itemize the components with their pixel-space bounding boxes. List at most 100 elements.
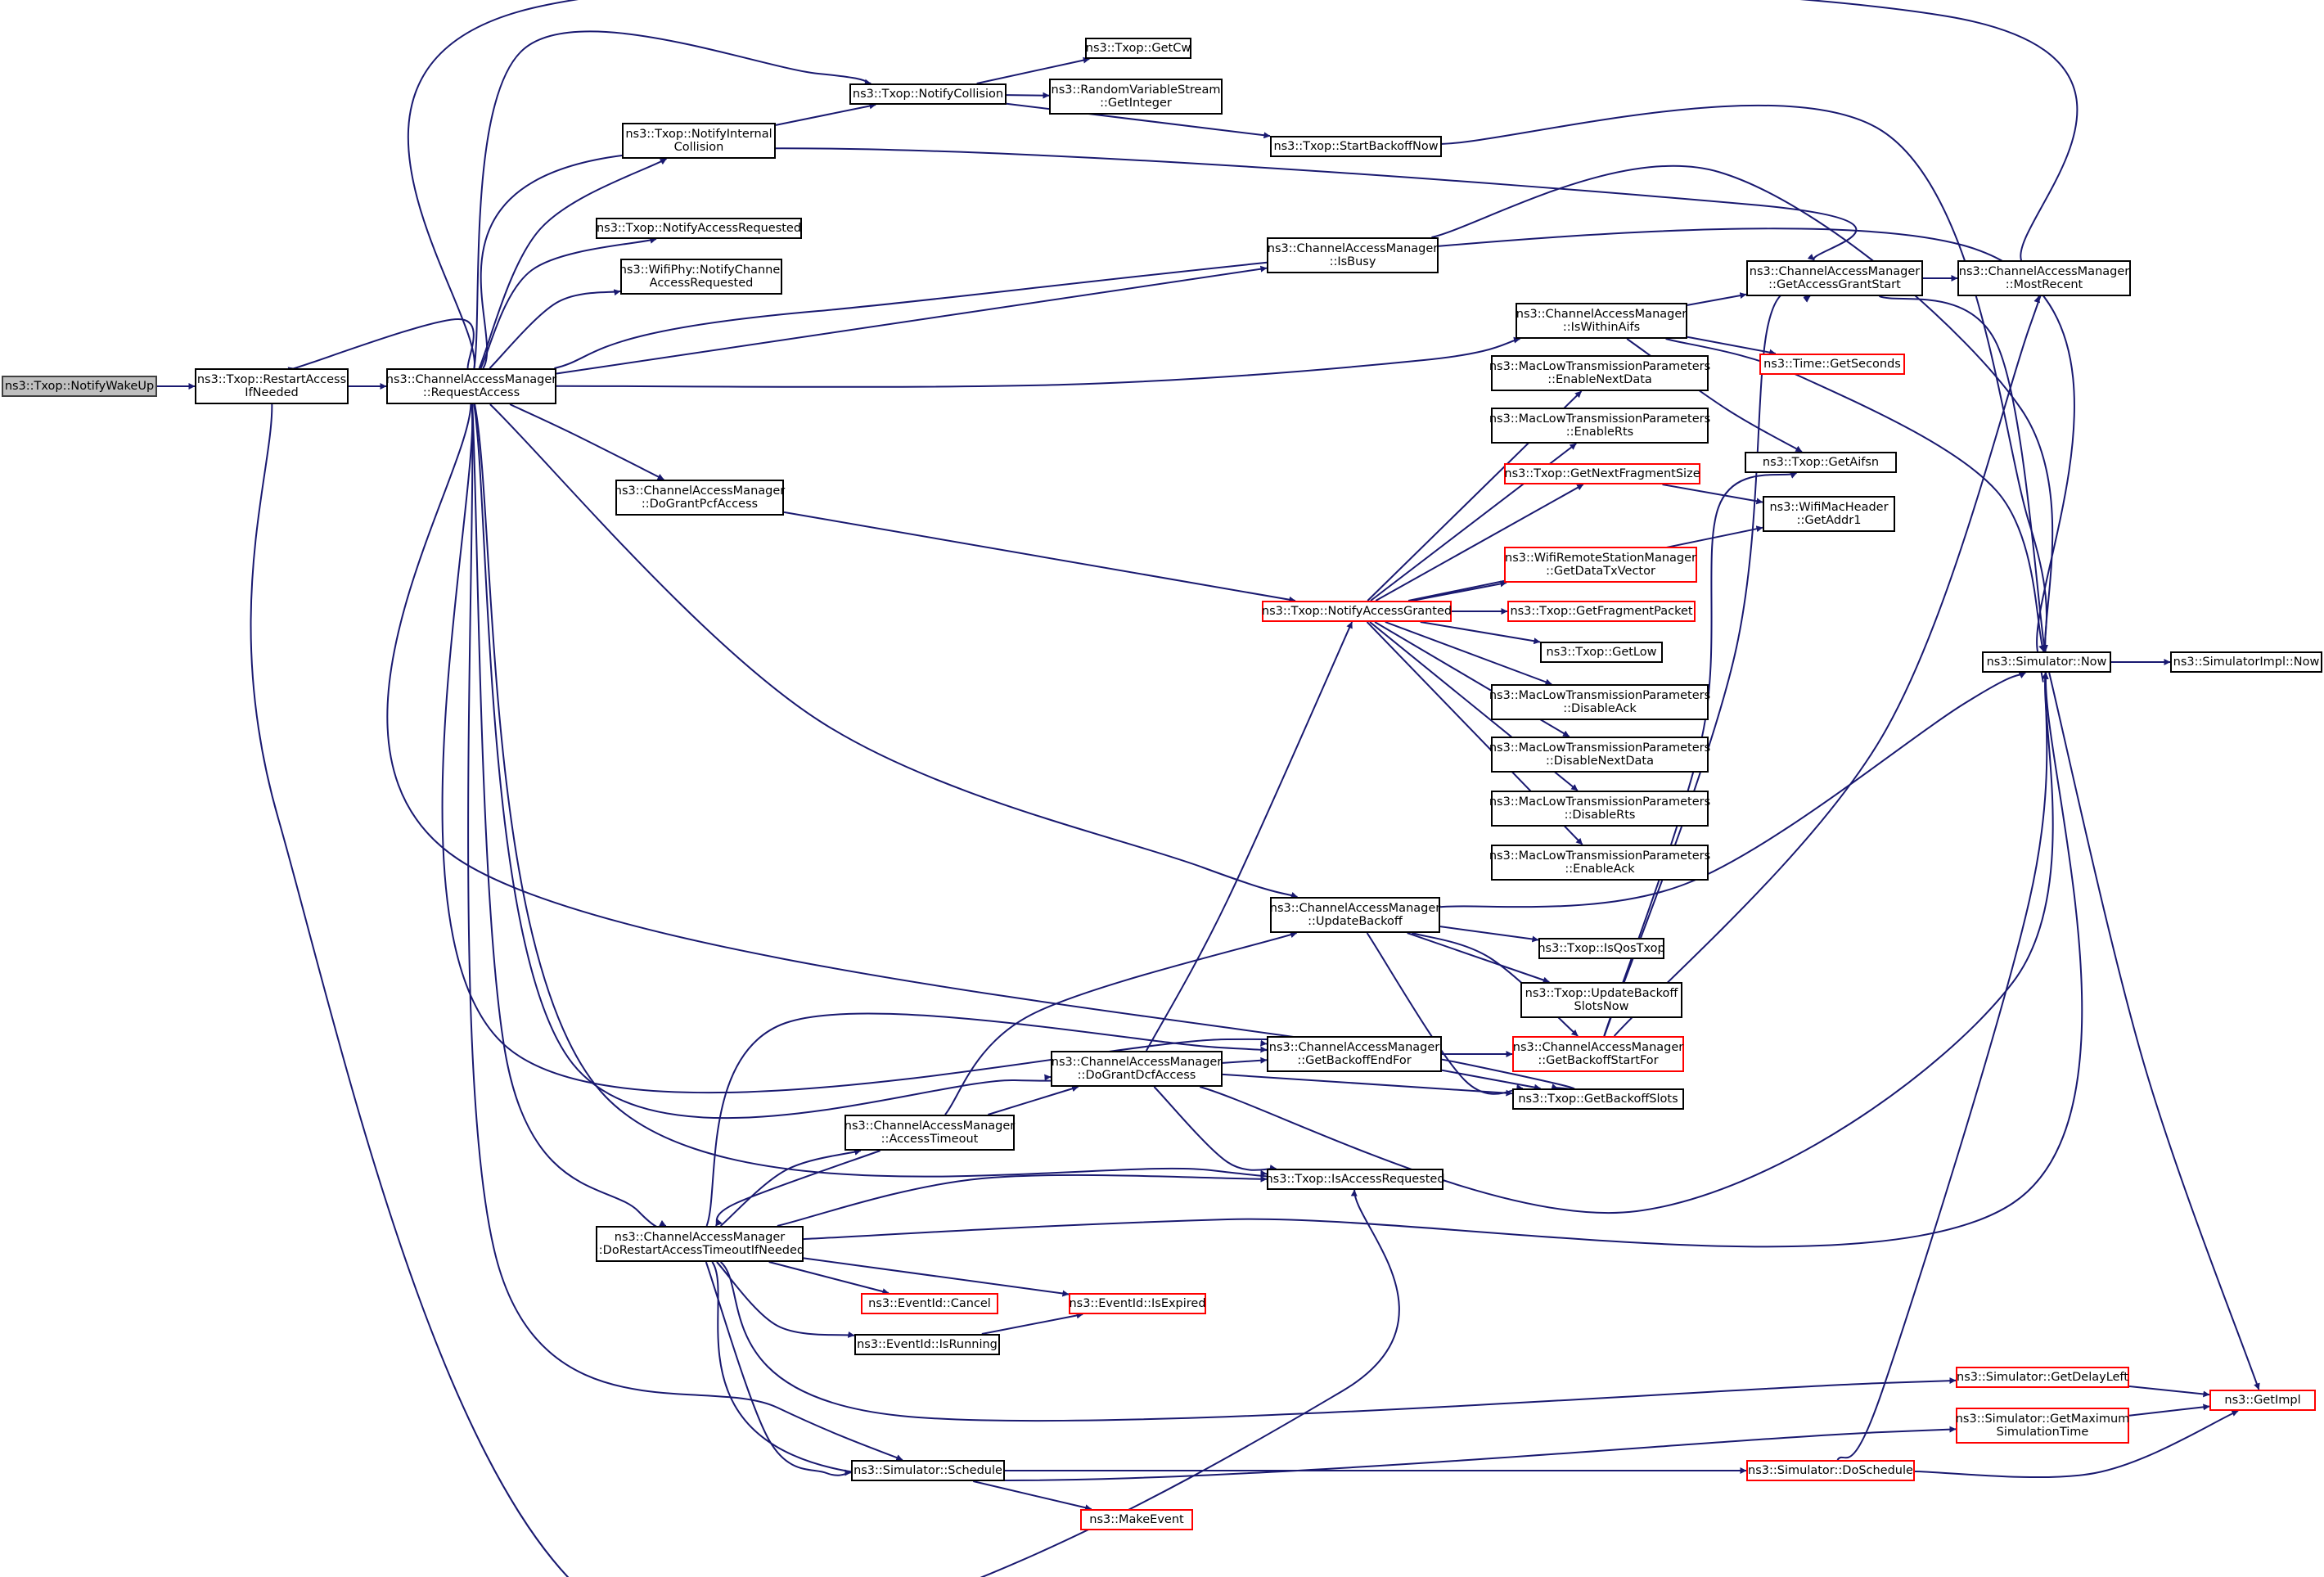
node-get-aifsn[interactable]: ns3::Txop::GetAifsn [1745, 452, 1897, 473]
call-edge-do-restart-access-timeout-to-event-is-expired [803, 1257, 1070, 1297]
node-event-cancel[interactable]: ns3::EventId::Cancel [861, 1293, 998, 1314]
node-get-addr1[interactable]: ns3::WifiMacHeader ::GetAddr1 [1763, 496, 1895, 532]
node-enable-ack[interactable]: ns3::MacLowTransmissionParameters ::Enab… [1489, 845, 1710, 881]
node-update-backoff[interactable]: ns3::ChannelAccessManager ::UpdateBackof… [1270, 897, 1440, 933]
node-make-event[interactable]: ns3::MakeEvent [1080, 1509, 1193, 1530]
call-edge-do-schedule-to-simulator-now [1836, 672, 2049, 1461]
call-edge-request-access-to-get-access-grant-start [480, 147, 1858, 369]
call-edges [157, 0, 2260, 1577]
node-start-backoff-now[interactable]: ns3::Txop::StartBackoffNow [1270, 136, 1442, 157]
node-notify-access-granted[interactable]: ns3::Txop::NotifyAccessGranted [1262, 601, 1452, 622]
node-get-fragment-packet[interactable]: ns3::Txop::GetFragmentPacket [1507, 601, 1696, 622]
call-edge-access-timeout-to-do-grant-dcf-access [988, 1085, 1079, 1115]
call-edge-do-grant-dcf-access-to-get-backoff-end-for [1222, 1057, 1268, 1064]
call-edge-is-within-aifs-to-get-seconds [1687, 336, 1777, 356]
call-edge-request-access-to-get-backoff-slots [386, 403, 1575, 1090]
node-update-backoff-slots-now[interactable]: ns3::Txop::UpdateBackoff SlotsNow [1520, 982, 1682, 1018]
call-edge-request-access-to-update-backoff [489, 403, 1298, 899]
node-do-grant-pcf-access[interactable]: ns3::ChannelAccessManager ::DoGrantPcfAc… [615, 480, 785, 516]
call-edge-start-backoff-now-to-simulator-now [1441, 104, 2048, 652]
call-edge-request-access-to-most-recent [407, 0, 2079, 369]
call-edge-is-within-aifs-to-get-access-grant-start [1687, 292, 1747, 306]
call-edge-simulator-now-to-get-impl [2048, 672, 2260, 1390]
call-edge-do-restart-access-timeout-to-access-timeout [720, 1149, 862, 1227]
node-simulator-now[interactable]: ns3::Simulator::Now [1982, 651, 2111, 673]
call-edge-is-within-aifs-to-simulator-now [1665, 338, 2045, 652]
node-enable-rts[interactable]: ns3::MacLowTransmissionParameters ::Enab… [1489, 408, 1710, 444]
call-edge-request-access-to-simulator-schedule [467, 403, 903, 1461]
call-edge-request-access-to-wifiphy-notify [489, 289, 621, 369]
node-get-backoff-slots[interactable]: ns3::Txop::GetBackoffSlots [1512, 1088, 1684, 1110]
node-request-access[interactable]: ns3::ChannelAccessManager ::RequestAcces… [386, 368, 556, 404]
call-edge-notify-access-granted-to-get-low [1420, 621, 1541, 645]
node-event-is-expired[interactable]: ns3::EventId::IsExpired [1069, 1293, 1206, 1314]
node-simulatorimpl-now[interactable]: ns3::SimulatorImpl::Now [2170, 651, 2322, 673]
node-event-is-running[interactable]: ns3::EventId::IsRunning [854, 1334, 1000, 1355]
call-edge-notify-internal-collision-to-notify-collision [775, 102, 876, 126]
node-notify-access-requested[interactable]: ns3::Txop::NotifyAccessRequested [596, 218, 802, 239]
call-edge-get-access-grant-start-to-simulator-now [1879, 295, 2047, 652]
node-is-busy[interactable]: ns3::ChannelAccessManager ::IsBusy [1267, 237, 1439, 273]
call-edge-update-backoff-to-simulator-now [1439, 672, 2026, 908]
node-get-access-grant-start[interactable]: ns3::ChannelAccessManager ::GetAccessGra… [1746, 260, 1923, 296]
node-get-backoff-start-for[interactable]: ns3::ChannelAccessManager ::GetBackoffSt… [1512, 1036, 1684, 1072]
node-get-cw[interactable]: ns3::Txop::GetCw [1085, 38, 1191, 59]
call-edge-request-access-to-do-grant-dcf-access [473, 403, 1062, 1120]
call-edge-notify-collision-to-get-integer [1006, 92, 1050, 99]
node-get-impl[interactable]: ns3::GetImpl [2209, 1390, 2316, 1411]
node-most-recent[interactable]: ns3::ChannelAccessManager ::MostRecent [1957, 260, 2131, 296]
call-edge-do-restart-access-timeout-to-simulator-now [803, 672, 2083, 1248]
call-edge-request-access-to-do-restart-access-timeout [471, 403, 667, 1229]
call-edge-do-restart-access-timeout-to-event-cancel [768, 1261, 890, 1295]
node-is-qos-txop[interactable]: ns3::Txop::IsQosTxop [1538, 938, 1665, 959]
call-edge-restart-access-to-is-access-requested [250, 403, 1400, 1577]
call-edge-do-grant-pcf-access-to-notify-access-granted [783, 511, 1296, 603]
node-disable-ack[interactable]: ns3::MacLowTransmissionParameters ::Disa… [1489, 684, 1710, 720]
call-edge-do-grant-dcf-access-to-notify-access-granted [1145, 621, 1353, 1052]
call-edge-get-backoff-end-for-to-get-backoff-slots [1441, 1069, 1541, 1091]
node-disable-next-data[interactable]: ns3::MacLowTransmissionParameters ::Disa… [1489, 737, 1710, 773]
node-get-delay-left[interactable]: ns3::Simulator::GetDelayLeft [1956, 1367, 2129, 1388]
call-edge-request-access-to-notify-collision [473, 30, 872, 369]
node-notify-wake-up: ns3::Txop::NotifyWakeUp [2, 376, 157, 397]
node-disable-rts[interactable]: ns3::MacLowTransmissionParameters ::Disa… [1489, 791, 1710, 827]
node-notify-internal-collision[interactable]: ns3::Txop::NotifyInternal Collision [622, 123, 776, 159]
call-edge-do-restart-access-timeout-to-is-access-requested [777, 1174, 1268, 1227]
node-do-restart-access-timeout-if-needed[interactable]: ns3::ChannelAccessManager ::DoRestartAcc… [595, 1226, 804, 1262]
call-edge-do-restart-access-timeout-to-event-is-running [716, 1261, 855, 1338]
call-edge-access-timeout-to-update-backoff [944, 931, 1297, 1115]
call-edge-do-restart-access-timeout-to-simulator-schedule [705, 1261, 852, 1476]
call-edge-event-is-running-to-event-is-expired [981, 1312, 1083, 1335]
node-get-seconds[interactable]: ns3::Time::GetSeconds [1759, 354, 1905, 375]
call-edge-get-delay-left-to-get-impl [2128, 1386, 2210, 1398]
node-restart-access-if-needed[interactable]: ns3::Txop::RestartAccess IfNeeded [195, 368, 349, 404]
node-enable-next-data[interactable]: ns3::MacLowTransmissionParameters ::Enab… [1489, 355, 1710, 391]
node-is-access-requested[interactable]: ns3::Txop::IsAccessRequested [1265, 1169, 1445, 1190]
call-edge-request-access-to-do-grant-pcf-access [509, 403, 664, 480]
node-do-grant-dcf-access[interactable]: ns3::ChannelAccessManager ::DoGrantDcfAc… [1051, 1051, 1223, 1087]
node-get-data-tx-vector[interactable]: ns3::WifiRemoteStationManager ::GetDataT… [1504, 547, 1697, 583]
node-is-within-aifs[interactable]: ns3::ChannelAccessManager ::IsWithinAifs [1516, 303, 1687, 339]
call-edge-do-restart-access-timeout-to-get-backoff-end-for [705, 1012, 1272, 1227]
node-access-timeout[interactable]: ns3::ChannelAccessManager ::AccessTimeou… [844, 1115, 1015, 1151]
call-edge-access-timeout-to-do-restart-access-timeout [714, 1150, 881, 1227]
node-get-maximum-simulation-time[interactable]: ns3::Simulator::GetMaximum SimulationTim… [1956, 1408, 2129, 1444]
call-edge-request-access-to-is-access-requested [474, 403, 1278, 1178]
call-edge-is-busy-to-simulator-now [1431, 164, 2054, 652]
node-get-integer[interactable]: ns3::RandomVariableStream ::GetInteger [1049, 79, 1223, 115]
node-do-schedule[interactable]: ns3::Simulator::DoSchedule [1746, 1460, 1915, 1481]
call-edge-get-backoff-start-for-to-get-aifsn [1603, 472, 1797, 1037]
call-edge-update-backoff-to-update-backoff-slots-now [1407, 932, 1550, 984]
node-get-backoff-end-for[interactable]: ns3::ChannelAccessManager ::GetBackoffEn… [1267, 1036, 1442, 1072]
node-wifiphy-notify-channel-access-requested[interactable]: ns3::WifiPhy::NotifyChannel AccessReques… [619, 259, 783, 295]
call-edge-get-next-fragment-size-to-get-addr1 [1662, 484, 1763, 505]
call-edge-request-access-to-is-within-aifs [556, 336, 1520, 388]
call-edge-request-access-to-notify-internal-collision [478, 158, 667, 369]
node-simulator-schedule[interactable]: ns3::Simulator::Schedule [851, 1460, 1005, 1481]
call-edge-update-backoff-to-is-qos-txop [1439, 926, 1539, 943]
node-get-next-fragment-size[interactable]: ns3::Txop::GetNextFragmentSize [1504, 463, 1700, 484]
node-notify-collision[interactable]: ns3::Txop::NotifyCollision [849, 83, 1007, 105]
node-get-low[interactable]: ns3::Txop::GetLow [1540, 642, 1663, 663]
call-edge-request-access-to-is-busy [556, 265, 1268, 375]
